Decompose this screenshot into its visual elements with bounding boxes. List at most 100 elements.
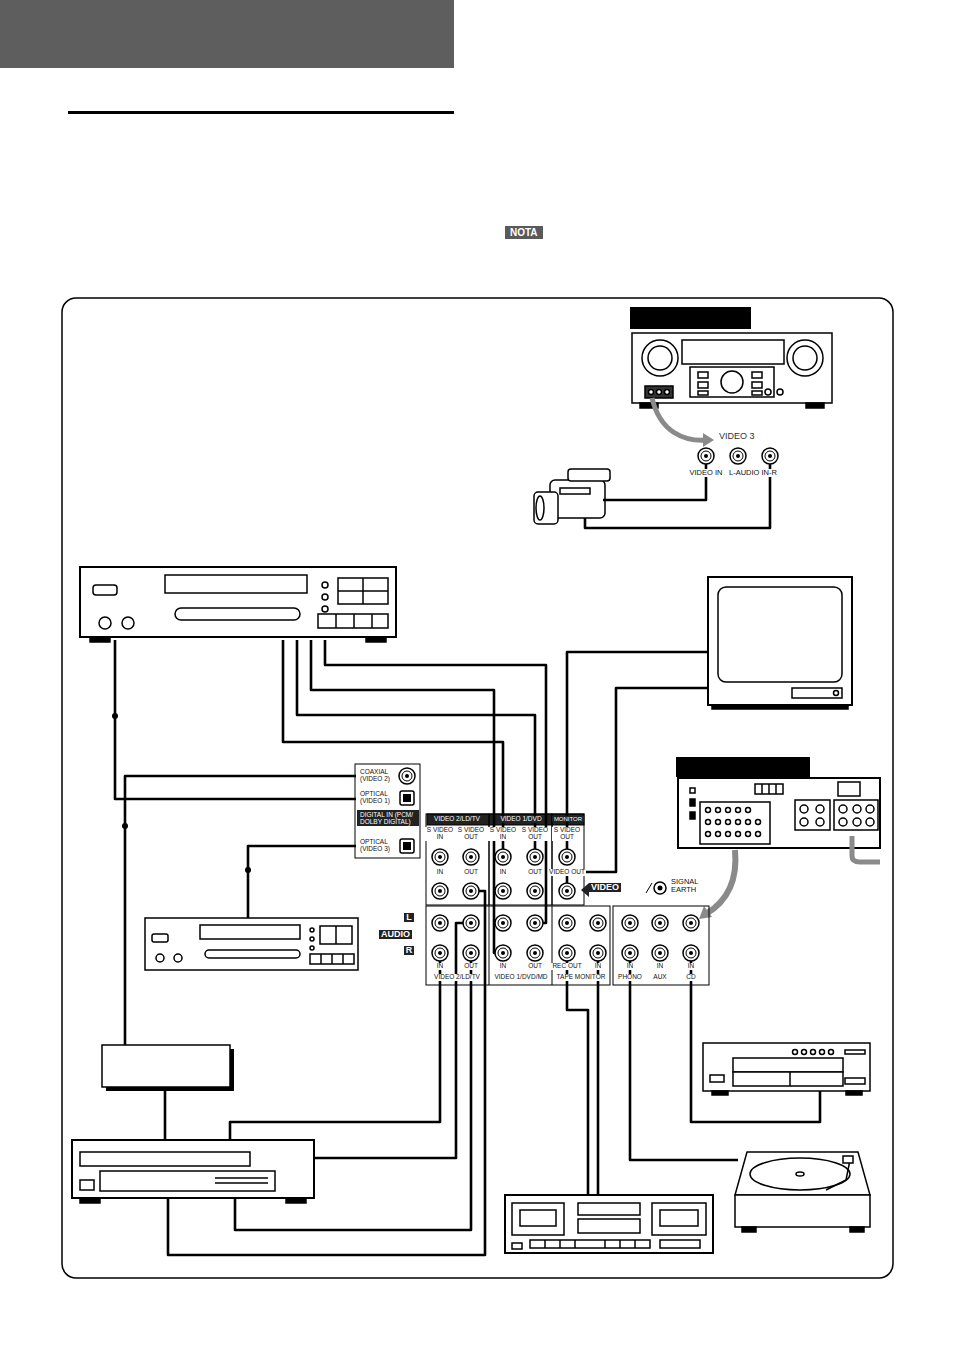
tape-deck — [634, 1240, 636, 1248]
jack-label: IN — [499, 963, 508, 970]
amplifier — [736, 832, 741, 837]
jack — [527, 945, 543, 961]
tape-deck — [578, 1219, 640, 1233]
jack — [533, 855, 537, 859]
amplifier — [853, 818, 861, 826]
input-label-box: OPTICAL (VIDEO 3) — [357, 836, 419, 854]
vcr — [72, 1140, 314, 1198]
amplifier — [706, 808, 711, 813]
jack — [559, 945, 575, 961]
md-deck — [152, 934, 168, 942]
amplifier — [756, 820, 761, 825]
cable — [164, 1087, 167, 1140]
tape-deck — [574, 1240, 576, 1248]
dvd-player — [322, 606, 328, 612]
jack — [466, 852, 476, 862]
television — [718, 587, 842, 682]
jack — [689, 951, 693, 955]
jack — [562, 886, 572, 896]
amplifier — [736, 820, 741, 825]
header-bar — [68, 111, 454, 114]
jack — [463, 915, 479, 931]
rear-panel — [426, 906, 610, 985]
cd-player — [802, 1050, 807, 1055]
channel-label: R — [404, 946, 415, 955]
md-deck — [145, 918, 358, 970]
frame — [630, 307, 751, 329]
jack — [466, 918, 476, 928]
dvd-player — [175, 608, 300, 620]
jack — [533, 921, 537, 925]
jack — [530, 948, 540, 958]
jack — [400, 839, 414, 853]
jack — [559, 915, 575, 931]
jack — [622, 945, 638, 961]
dvd-player — [335, 614, 337, 628]
rear-panel — [355, 764, 709, 985]
jack — [559, 849, 575, 865]
group-label: CD — [685, 974, 696, 981]
jack — [432, 945, 448, 961]
input-label-box: OPTICAL (VIDEO 1) — [357, 788, 419, 806]
camcorder — [534, 469, 610, 524]
jack-label: VIDEO OUT — [548, 869, 586, 876]
cd-player — [845, 1078, 865, 1084]
rear-panel — [646, 883, 652, 893]
amplifier — [706, 832, 711, 837]
camcorder — [568, 469, 610, 481]
jack — [658, 886, 663, 891]
jack — [686, 948, 696, 958]
rear-panel — [552, 906, 553, 985]
jack-label: REC OUT — [551, 963, 582, 970]
amplifier — [690, 812, 695, 819]
cd-player — [733, 1072, 843, 1086]
jack — [559, 945, 575, 961]
dvd-player — [371, 614, 373, 628]
turntable — [826, 1160, 850, 1190]
jack — [469, 889, 473, 893]
note-tag: NOTA — [505, 226, 543, 239]
jack — [559, 849, 575, 865]
av-receiver — [752, 382, 762, 388]
amplifier — [736, 808, 741, 813]
turntable — [735, 1152, 870, 1232]
md-deck — [331, 954, 333, 964]
jack — [562, 852, 572, 862]
jack — [498, 918, 508, 928]
camcorder — [536, 496, 544, 520]
jack-label: IN — [436, 869, 445, 876]
dvd-player — [338, 590, 388, 592]
vcr — [215, 1182, 268, 1184]
node-text: COAXIAL (VIDEO 2) — [360, 768, 397, 782]
dvd-player — [93, 585, 117, 595]
cable — [248, 846, 356, 918]
cable — [297, 640, 535, 857]
jack — [565, 951, 569, 955]
group-label: VIDEO 2/LD/TV — [433, 974, 481, 981]
jack — [495, 883, 511, 899]
av-receiver — [787, 340, 823, 376]
jack — [596, 951, 600, 955]
amplifier — [756, 832, 761, 837]
cable — [125, 776, 356, 1045]
jack — [652, 915, 668, 931]
jack — [432, 883, 448, 899]
tape-deck — [544, 1240, 546, 1248]
jack — [495, 915, 511, 931]
dvd-player — [366, 637, 386, 642]
av-receiver — [682, 340, 784, 364]
jack-label: IN — [656, 963, 665, 970]
cable — [567, 652, 708, 857]
jack — [622, 915, 638, 931]
jack-label: VIDEO IN — [689, 469, 724, 477]
jack — [527, 945, 543, 961]
jack — [701, 451, 711, 461]
md-deck — [320, 954, 322, 964]
jack-label: OUT — [527, 963, 543, 970]
jack — [399, 768, 415, 784]
decoder-box — [102, 1045, 234, 1091]
television — [792, 688, 842, 698]
jack — [527, 883, 543, 899]
jack — [463, 915, 479, 931]
